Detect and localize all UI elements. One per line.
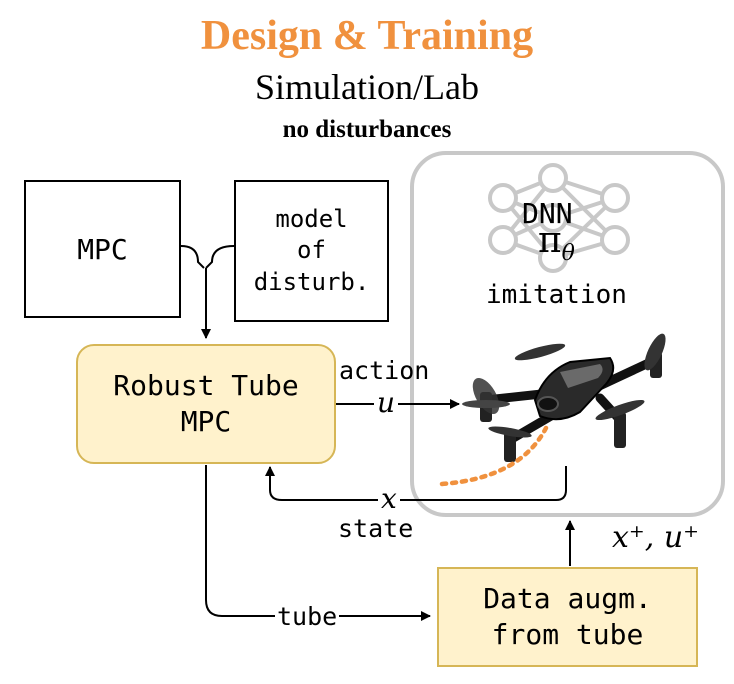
disturbance-model-label: model of disturb. xyxy=(253,205,370,296)
mpc-label: MPC xyxy=(77,232,128,266)
diagram-subtitle: Simulation/Lab xyxy=(255,67,479,107)
disturbance-model-box: model of disturb. xyxy=(234,180,389,322)
trajectory-path xyxy=(439,425,549,487)
data-augmentation-label: Data augm. from tube xyxy=(483,581,652,651)
state-label: state xyxy=(338,514,414,543)
neural-network-icon xyxy=(488,163,630,273)
action-label: action xyxy=(339,356,430,385)
policy-pi: π xyxy=(538,220,562,261)
data-augmentation-box: Data augm. from tube xyxy=(437,567,698,667)
imitation-label: imitation xyxy=(486,280,627,310)
policy-theta: θ xyxy=(561,241,575,267)
state-symbol: x xyxy=(378,482,400,515)
drone-icon xyxy=(462,333,666,462)
diagram-title: Design & Training xyxy=(200,13,534,59)
augmented-data-label: x⁺, u⁺ xyxy=(612,520,699,555)
action-symbol: u xyxy=(374,386,399,419)
tube-label: tube xyxy=(275,602,340,631)
condition-note: no disturbances xyxy=(282,116,452,143)
mpc-box: MPC xyxy=(24,180,181,318)
robust-tube-mpc-box: Robust Tube MPC xyxy=(76,344,336,464)
policy-symbol: πθ xyxy=(538,220,575,266)
robust-tube-mpc-label: Robust Tube MPC xyxy=(113,368,299,438)
dnn-label: DNN xyxy=(522,197,573,230)
